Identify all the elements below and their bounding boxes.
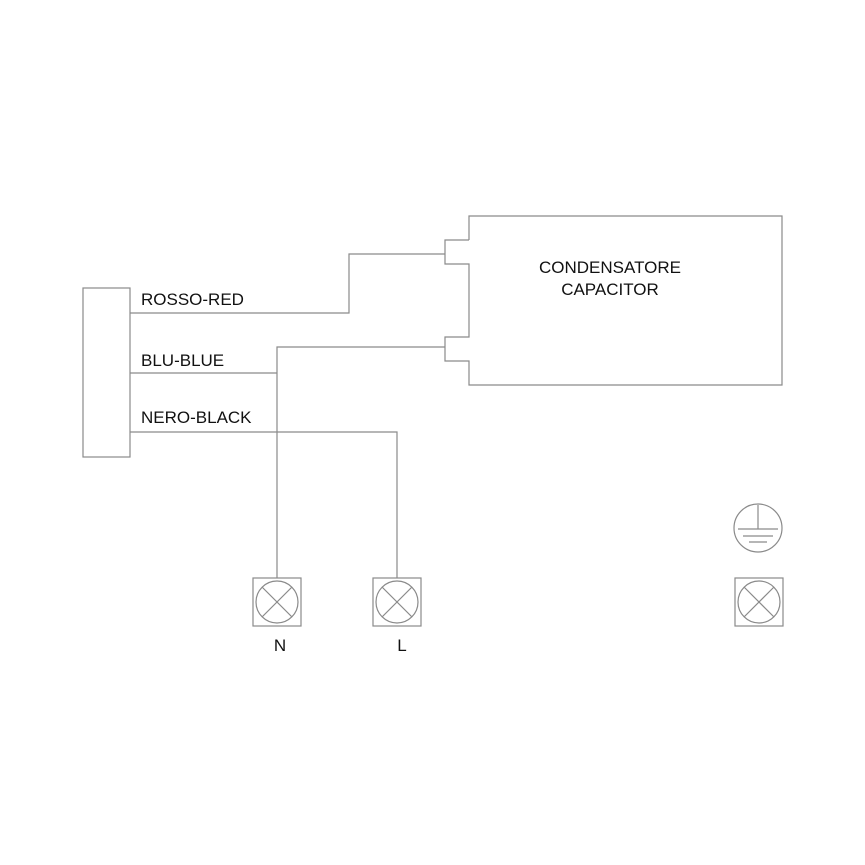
terminal-l (372, 577, 422, 627)
black-wire-label: NERO-BLACK (141, 408, 252, 427)
earth-ground-icon (733, 503, 783, 553)
capacitor-label-it: CONDENSATORE (539, 258, 681, 277)
red-wire-label: ROSSO-RED (141, 290, 244, 309)
red-wire (130, 253, 445, 314)
blue-wire-label: BLU-BLUE (141, 351, 224, 370)
connector-block (82, 287, 131, 458)
black-wire (130, 431, 398, 578)
terminal-n (252, 577, 302, 627)
capacitor-box (444, 215, 783, 386)
capacitor-label-en: CAPACITOR (561, 280, 659, 299)
blue-wire-to-n (276, 346, 445, 578)
live-label: L (397, 636, 406, 655)
terminal-earth (734, 577, 784, 627)
neutral-label: N (274, 636, 286, 655)
